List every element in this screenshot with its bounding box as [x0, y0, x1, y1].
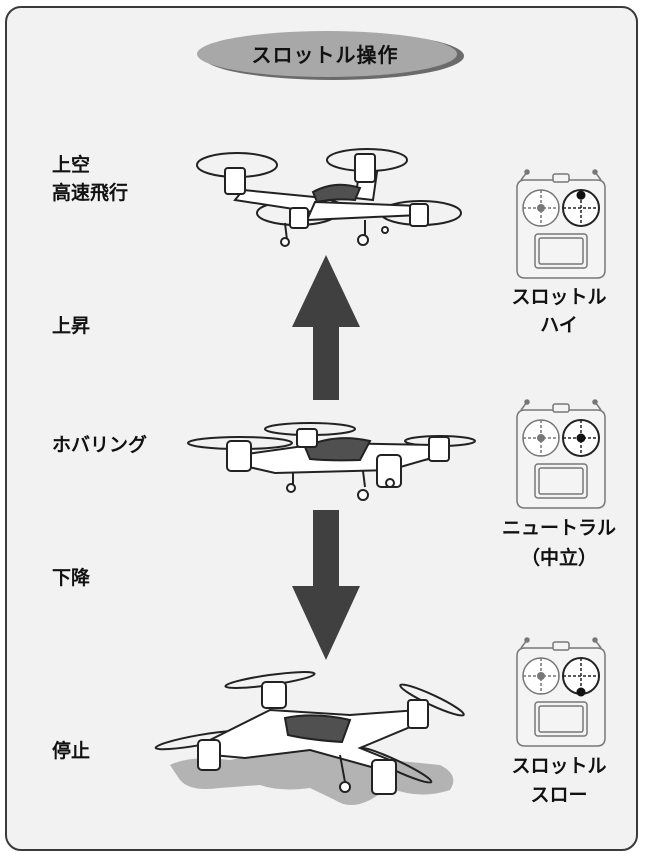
label-ascend: 上昇: [52, 315, 91, 337]
label-throttle-low-2: スロー: [530, 784, 588, 806]
drone-stopped-icon: [154, 671, 465, 805]
label-neutral-1: ニュートラル: [501, 517, 616, 539]
label-stop: 停止: [52, 740, 91, 762]
throttle-stick-knob: [576, 433, 586, 443]
transmitter-low-icon: [516, 637, 606, 747]
label-high-altitude: 上空: [52, 154, 91, 176]
throttle-stick-knob: [576, 687, 586, 697]
drone-hover-icon: [187, 422, 476, 501]
ascend-arrow: [292, 255, 360, 400]
label-throttle-high-2: ハイ: [540, 314, 578, 336]
label-descend: 下降: [52, 567, 91, 589]
drone-high-speed-icon: [196, 148, 462, 247]
title-pill: [197, 31, 464, 80]
title: スロットル操作: [251, 43, 399, 67]
transmitter-high-icon: [516, 169, 606, 279]
label-hover: ホバリング: [52, 434, 148, 456]
label-throttle-low-1: スロットル: [511, 755, 607, 777]
transmitter-neutral-icon: [516, 399, 606, 509]
label-high-speed-flight: 高速飛行: [52, 182, 129, 204]
throttle-stick-knob: [576, 190, 586, 200]
descend-arrow: [292, 510, 360, 660]
label-throttle-high-1: スロットル: [511, 286, 607, 308]
label-neutral-2: （中立）: [520, 547, 597, 569]
